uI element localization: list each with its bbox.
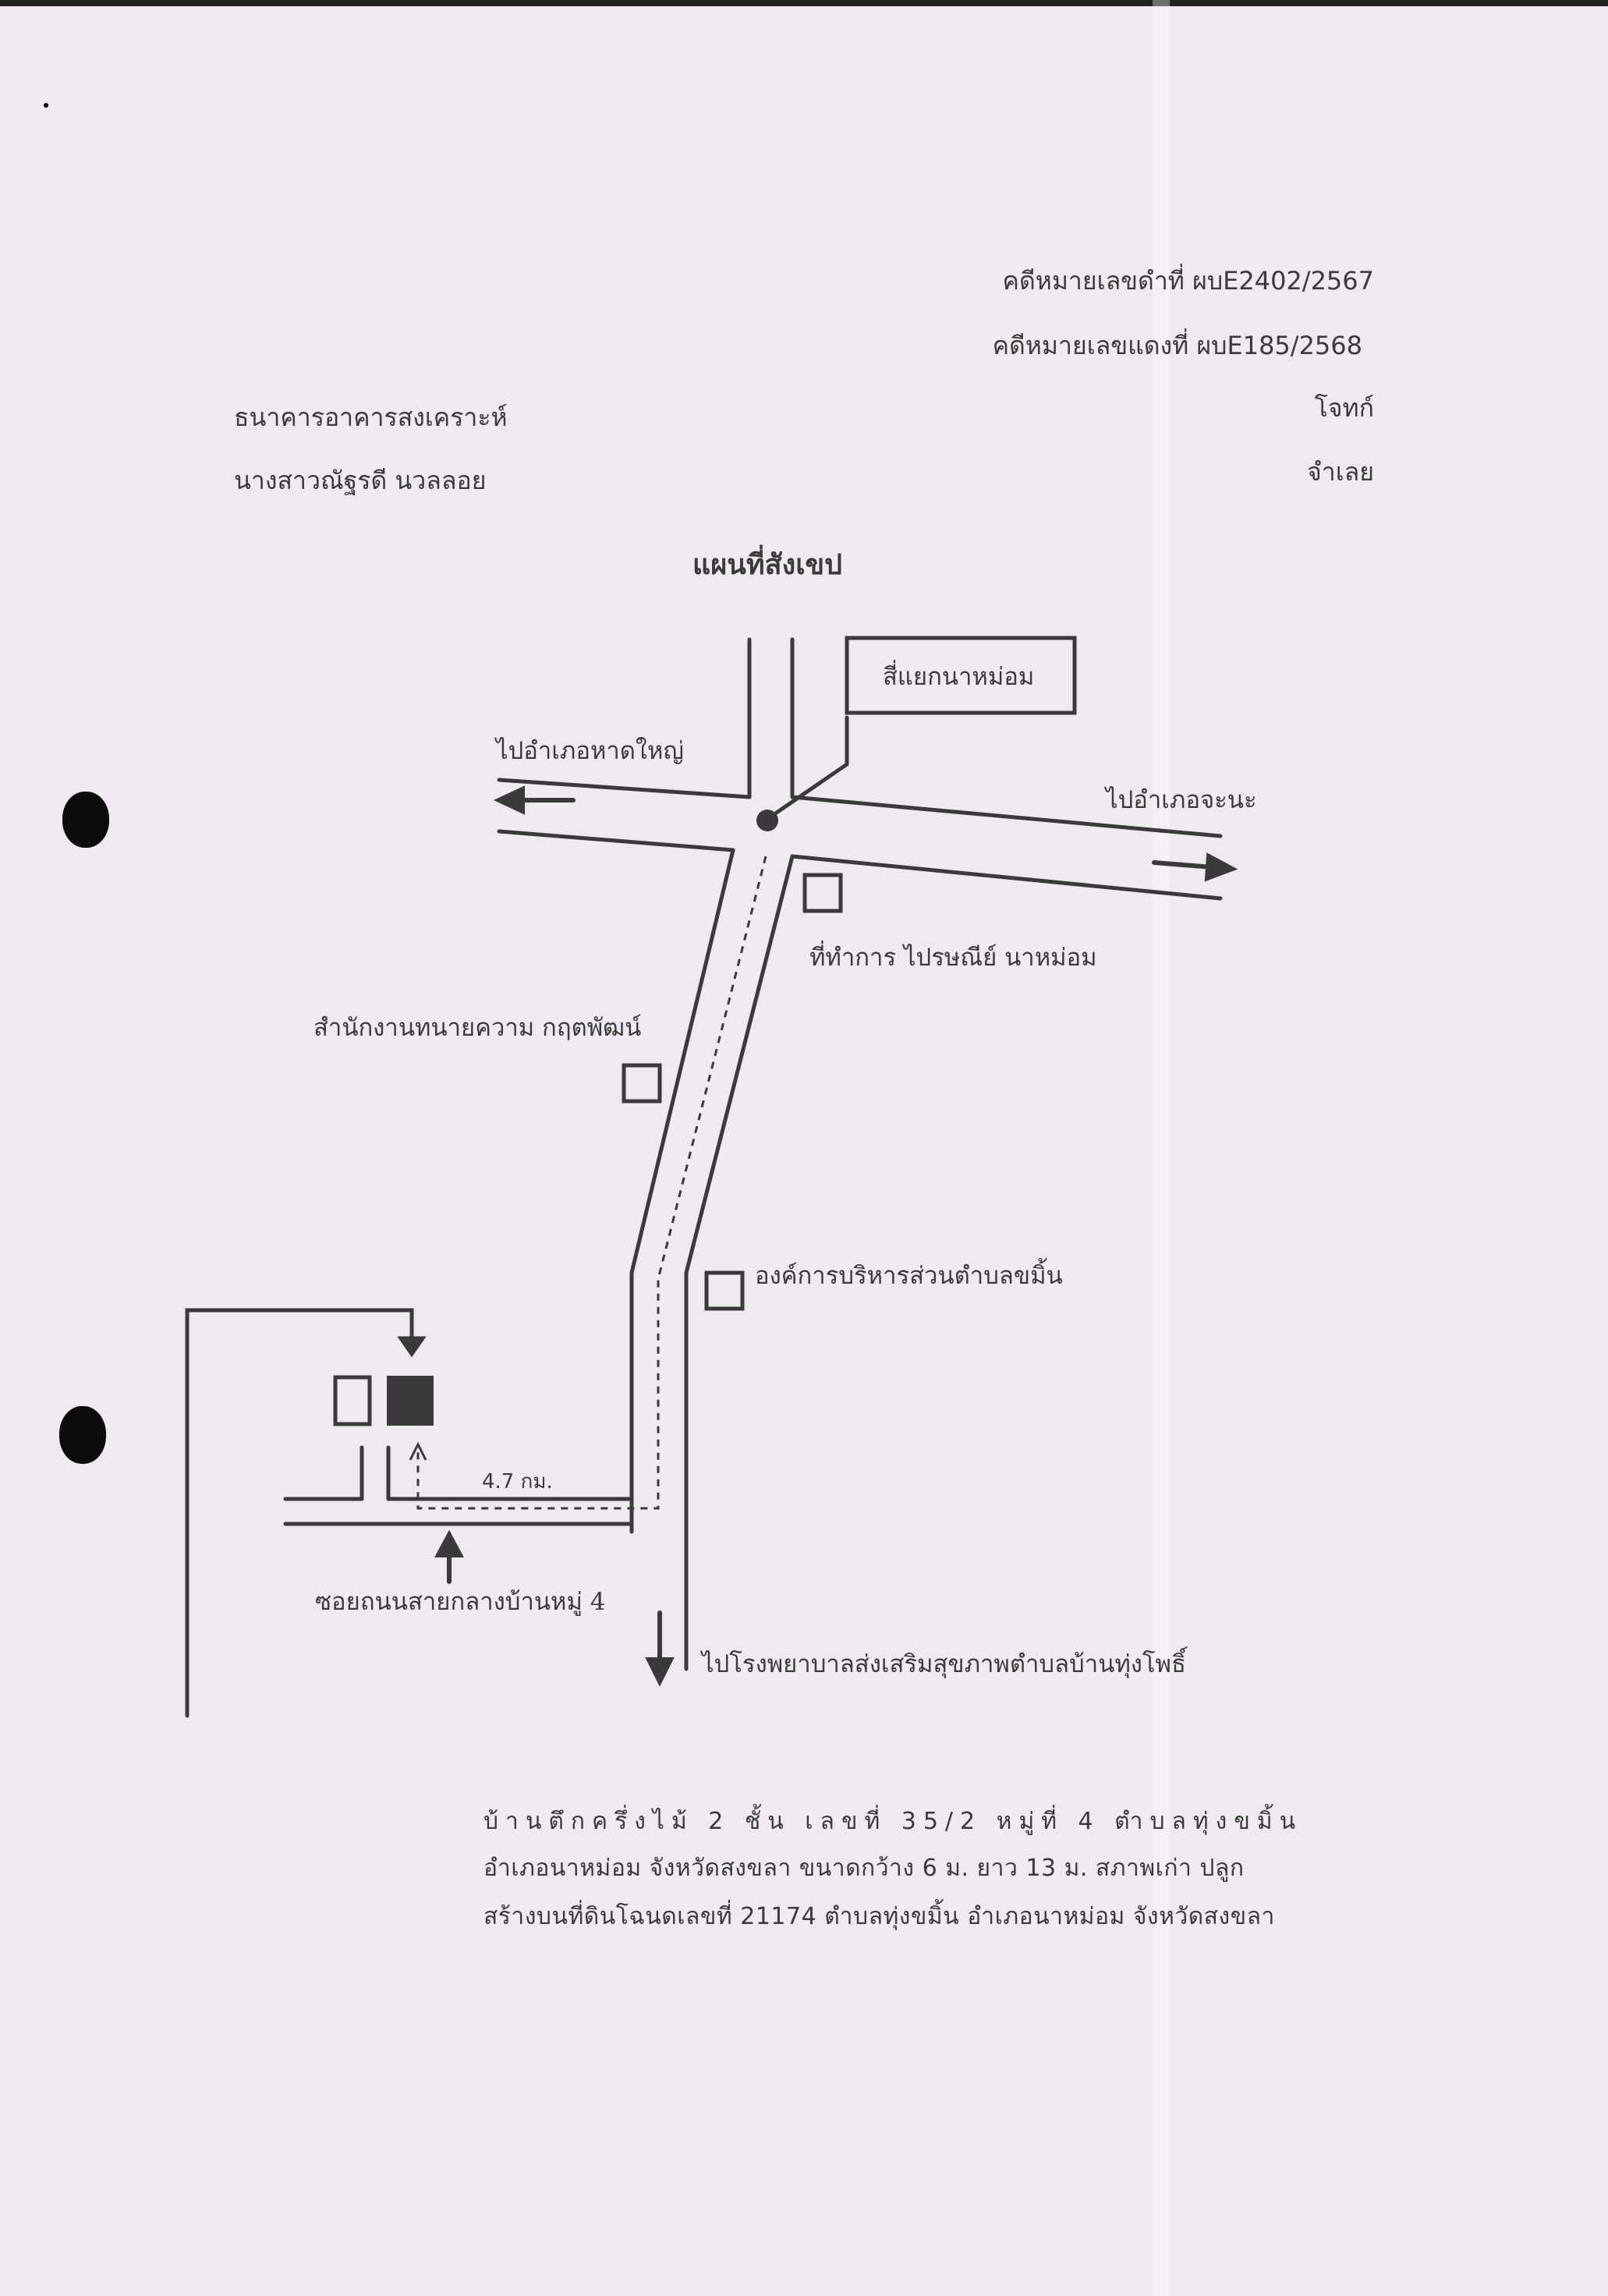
- to-south-label: ไปโรงพยาบาลส่งเสริมสุขภาพตำบลบ้านทุ่งโพธ…: [702, 1650, 1186, 1678]
- defendant-name: นางสาวณัฐรดี นวลลอย: [234, 466, 487, 495]
- arrow-soi-head: [434, 1529, 465, 1557]
- soi-label: ซอยถนนสายกลางบ้านหมู่ 4: [315, 1588, 606, 1616]
- law-office-label: สำนักงานทนายความ กฤตพัฒน์: [313, 1014, 642, 1042]
- law-office-marker: [622, 1063, 662, 1104]
- route-dashed-line: [416, 856, 767, 1510]
- arrow-east-shaft: [1152, 860, 1215, 870]
- sao-marker: [704, 1270, 745, 1311]
- neighbor-house-marker: [333, 1375, 372, 1426]
- plaintiff-role: โจทก์: [1314, 393, 1374, 423]
- arrow-east-head: [1204, 852, 1238, 882]
- post-office-marker: [802, 873, 843, 913]
- property-description-line-2: อำเภอนาหม่อม จังหวัดสงขลา ขนาดกว้าง 6 ม.…: [483, 1855, 1245, 1882]
- black-case-number: คดีหมายเลขดำที่ ผบE2402/2567: [1002, 266, 1374, 296]
- property-description-line-1: บ้านตึกครึ่งไม้ 2 ชั้น เลขที่ 35/2 หมู่ท…: [483, 1808, 1303, 1835]
- property-description-line-3: สร้างบนที่ดินโฉนดเลขที่ 21174 ตำบลทุ่งขม…: [483, 1903, 1275, 1930]
- main-road-north-edge-east: [790, 795, 1223, 838]
- left-frame-arrowhead: [397, 1336, 427, 1358]
- paper-fold-line: [1153, 0, 1170, 2296]
- speck-mark: [44, 103, 48, 108]
- south-road-east-edge: [684, 854, 795, 1671]
- route-dashed-arrowhead: [409, 1441, 427, 1461]
- to-east-label: ไปอำเภอจะนะ: [1106, 786, 1257, 814]
- left-frame-line: [185, 1308, 414, 1718]
- junction-label: สี่แยกนาหม่อม: [883, 663, 1035, 691]
- junction-dot: [756, 810, 778, 831]
- punch-hole-top: [62, 792, 109, 848]
- main-road-north-edge-west: [497, 778, 752, 799]
- target-house-marker: [387, 1376, 434, 1426]
- main-road-south-edge-east: [790, 854, 1223, 901]
- scan-top-edge: [0, 0, 1608, 6]
- junction-callout-pointer: [770, 762, 849, 818]
- south-road-west-edge: [629, 848, 735, 1534]
- plaintiff-name: ธนาคารอาคารสงเคราะห์: [234, 402, 508, 432]
- sao-label: องค์การบริหารส่วนตำบลขมิ้น: [755, 1262, 1063, 1290]
- map-title: แผนที่สังเขป: [692, 548, 842, 581]
- post-office-label: ที่ทำการ ไปรษณีย์ นาหม่อม: [809, 944, 1097, 972]
- distance-label: 4.7 กม.: [482, 1470, 553, 1493]
- to-west-label: ไปอำเภอหาดใหญ่: [496, 737, 684, 765]
- punch-hole-bottom: [59, 1406, 106, 1464]
- red-case-number: คดีหมายเลขแดงที่ ผบE185/2568: [992, 331, 1362, 360]
- arrow-south-head: [645, 1657, 675, 1687]
- arrow-west-head: [493, 785, 525, 815]
- junction-label-box: [845, 636, 1077, 715]
- main-road-south-edge-west: [497, 829, 735, 852]
- defendant-role: จำเลย: [1306, 457, 1374, 487]
